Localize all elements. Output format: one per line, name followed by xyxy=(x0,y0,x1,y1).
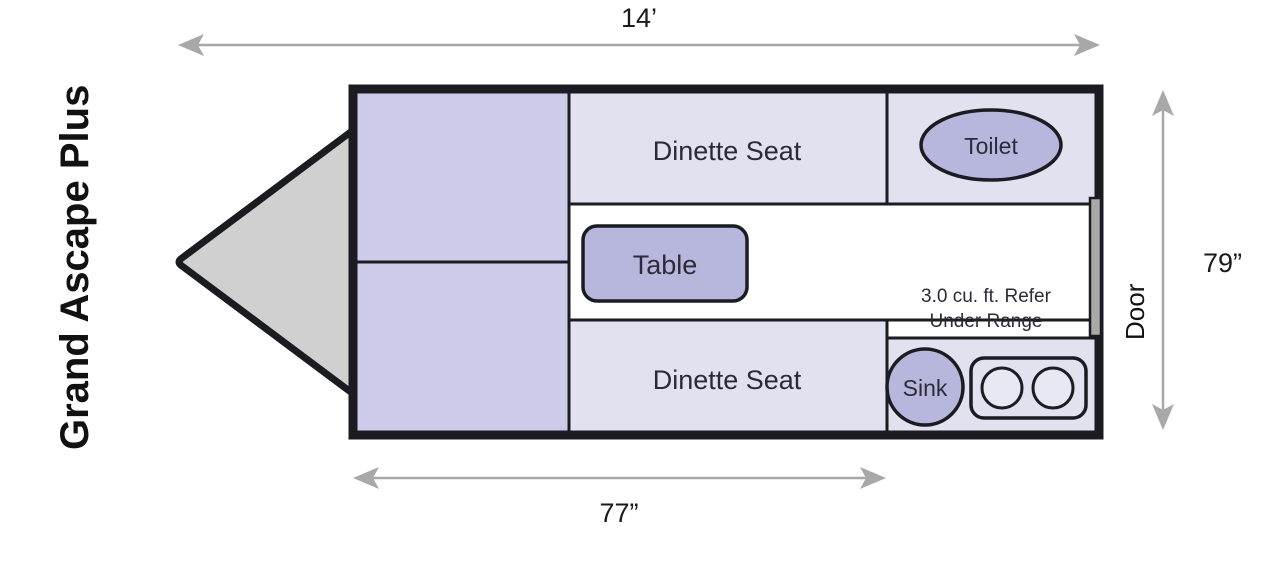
range-burner-left-icon xyxy=(980,366,1024,410)
trailer-tongue xyxy=(175,127,356,397)
height-arrowhead-bottom xyxy=(1152,404,1174,430)
refrigerator-note: 3.0 cu. ft. Refer Under Range xyxy=(921,286,1052,332)
length-arrowhead-left xyxy=(178,34,204,56)
width-dimension-label: 77” xyxy=(599,498,638,528)
sink-label: Sink xyxy=(903,375,948,401)
bed-panel-rear xyxy=(354,260,571,434)
width-arrowhead-right xyxy=(860,467,886,489)
dinette-seat-bottom-shape xyxy=(567,318,889,434)
range-burner-right-icon xyxy=(1031,366,1075,410)
dinette-seat-top-label: Dinette Seat xyxy=(653,136,802,166)
entry-door: Door xyxy=(1088,196,1150,340)
door-label: Door xyxy=(1120,283,1150,340)
dinette-seat-bottom: Dinette Seat xyxy=(567,318,889,434)
bed-area xyxy=(354,90,571,434)
height-dimension-label: 79” xyxy=(1203,248,1242,278)
height-arrowhead-top xyxy=(1152,90,1174,116)
sink-icon xyxy=(885,347,965,427)
dinette-seat-top: Dinette Seat xyxy=(567,90,889,206)
length-dimension-label: 14’ xyxy=(621,3,657,33)
toilet-icon xyxy=(919,108,1063,182)
kitchen-galley: Sink xyxy=(885,336,1098,434)
table-icon xyxy=(581,224,749,303)
width-arrowhead-left xyxy=(353,467,379,489)
table-feature: Table xyxy=(581,224,749,303)
refrigerator-note-line1: 3.0 cu. ft. Refer xyxy=(921,286,1052,307)
door-shape xyxy=(1088,196,1103,338)
toilet-label: Toilet xyxy=(964,133,1018,159)
hitch-shape xyxy=(175,127,356,397)
width-dimension: 77” xyxy=(353,467,886,528)
refrigerator-note-line2: Under Range xyxy=(929,311,1042,332)
dinette-seat-bottom-label: Dinette Seat xyxy=(653,365,802,395)
model-title: Grand Ascape Plus xyxy=(53,85,97,450)
length-arrowhead-right xyxy=(1074,34,1100,56)
height-dimension: 79” xyxy=(1152,90,1242,430)
bed-panel-front xyxy=(354,90,571,264)
length-dimension: 14’ xyxy=(178,3,1100,56)
bathroom-compartment: Toilet xyxy=(885,90,1098,206)
table-label: Table xyxy=(633,250,698,280)
dinette-seat-top-shape xyxy=(567,90,889,206)
model-title-text: Grand Ascape Plus xyxy=(53,85,97,450)
